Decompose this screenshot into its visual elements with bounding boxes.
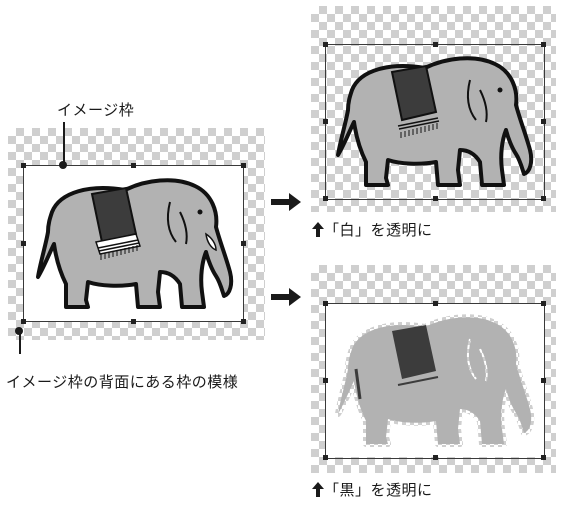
arrow-up-icon [312, 222, 324, 237]
resize-handle[interactable] [241, 241, 246, 246]
resize-handle[interactable] [323, 119, 328, 124]
elephant-image [335, 314, 535, 447]
resize-handle[interactable] [323, 42, 328, 47]
frame-leader-dot [59, 161, 67, 169]
resize-handle[interactable] [433, 301, 438, 306]
resize-handle[interactable] [241, 163, 246, 168]
resize-handle[interactable] [433, 196, 438, 201]
caption-white-transparent: 「白」を透明に [312, 219, 433, 240]
resize-handle[interactable] [323, 455, 328, 460]
resize-handle[interactable] [541, 378, 546, 383]
elephant-image [36, 178, 234, 309]
background-label: イメージ枠の背面にある枠の模様 [6, 373, 239, 391]
caption-black-text: 「黒」を透明に [324, 481, 433, 499]
caption-white-text: 「白」を透明に [324, 221, 433, 239]
frame-label: イメージ枠 [57, 101, 135, 119]
resize-handle[interactable] [323, 378, 328, 383]
resize-handle[interactable] [541, 455, 546, 460]
resize-handle[interactable] [541, 196, 546, 201]
resize-handle[interactable] [541, 42, 546, 47]
resize-handle[interactable] [131, 319, 136, 324]
arrow-right-icon [271, 193, 301, 211]
resize-handle[interactable] [541, 301, 546, 306]
resize-handle[interactable] [131, 163, 136, 168]
resize-handle[interactable] [21, 163, 26, 168]
arrow-up-icon [312, 482, 324, 497]
background-leader-line [19, 330, 21, 354]
resize-handle[interactable] [323, 301, 328, 306]
resize-handle[interactable] [21, 241, 26, 246]
resize-handle[interactable] [433, 455, 438, 460]
caption-black-transparent: 「黒」を透明に [312, 479, 433, 500]
resize-handle[interactable] [323, 196, 328, 201]
frame-leader-line [63, 122, 65, 166]
arrow-right-icon [271, 288, 301, 306]
resize-handle[interactable] [21, 319, 26, 324]
resize-handle[interactable] [541, 119, 546, 124]
resize-handle[interactable] [241, 319, 246, 324]
resize-handle[interactable] [433, 42, 438, 47]
background-leader-dot [15, 327, 23, 335]
elephant-image [336, 56, 534, 187]
